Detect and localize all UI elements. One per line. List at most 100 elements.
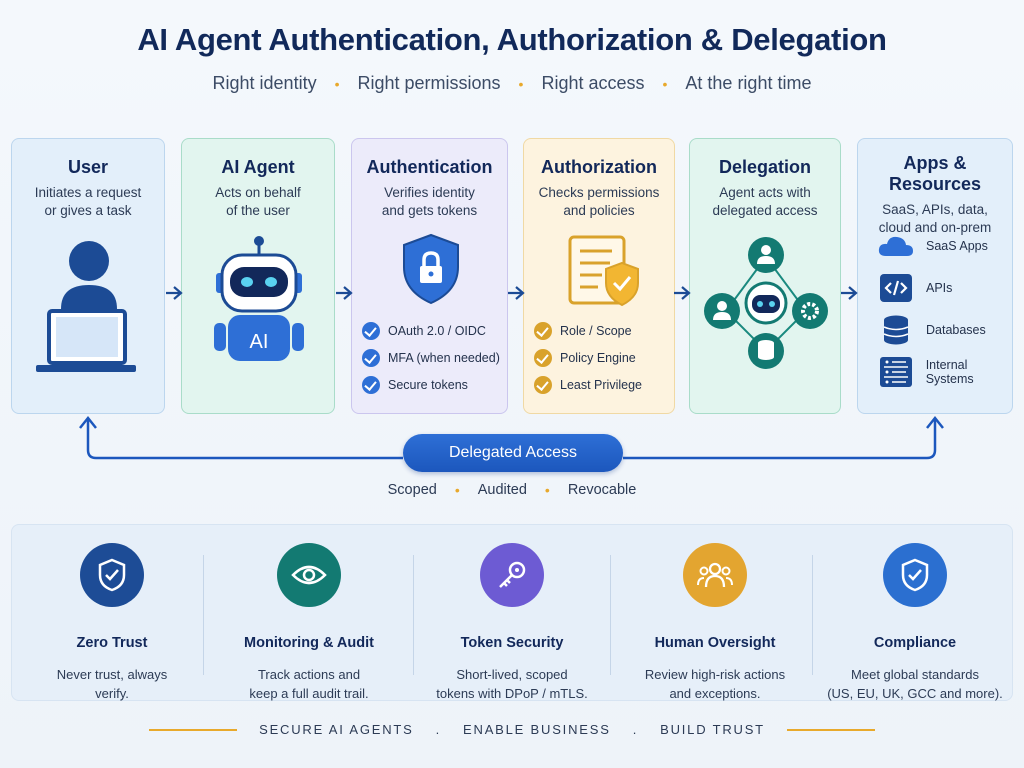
- check-icon: [534, 348, 552, 367]
- people-icon: [683, 543, 747, 607]
- check-label: OAuth 2.0 / OIDC: [388, 323, 486, 338]
- check-icon: [534, 375, 552, 394]
- tagline-item: Right identity: [212, 73, 317, 93]
- check-item: MFA (when needed): [362, 344, 512, 371]
- step-description: Acts on behalf of the user: [182, 184, 334, 220]
- check-item: Policy Engine: [534, 344, 684, 371]
- tagline-separator: •: [662, 75, 668, 92]
- step-description-line: delegated access: [712, 203, 818, 218]
- server-icon: [878, 357, 914, 387]
- principle-description-line: Meet global standards: [851, 667, 979, 682]
- principle-description-line: (US, EU, UK, GCC and more).: [827, 686, 1003, 701]
- user-laptop-icon: [36, 241, 136, 372]
- principle-description-line: Track actions and: [257, 667, 361, 682]
- resource-item: Internal Systems: [878, 351, 1018, 393]
- step-title: AI Agent: [221, 157, 295, 177]
- divider: [812, 555, 813, 675]
- check-icon: [362, 321, 380, 340]
- principle-description-line: verify.: [95, 686, 129, 701]
- resource-label: SaaS Apps: [926, 239, 988, 253]
- shield-check-icon: [80, 543, 144, 607]
- delegated-access-loop: [79, 415, 944, 460]
- principle-title: Human Oversight: [654, 635, 776, 651]
- shield-lock-icon: [403, 233, 459, 305]
- step-title: Delegation: [718, 157, 811, 177]
- step-delegation: Delegation Agent acts with delegated acc…: [689, 138, 841, 414]
- step-title: User: [67, 157, 109, 177]
- page-title: AI Agent Authentication, Authorization &…: [137, 22, 887, 57]
- principle-description: Track actions and keep a full audit trai…: [209, 665, 409, 703]
- step-description-line: and gets tokens: [381, 203, 478, 218]
- flow-arrow-icon: [674, 286, 691, 300]
- step-description-line: of the user: [226, 203, 290, 218]
- database-icon: [878, 315, 914, 345]
- principle-description-line: keep a full audit trail.: [249, 686, 369, 701]
- key-icon: [480, 543, 544, 607]
- footer-item: BUILD TRUST: [660, 722, 765, 737]
- resource-label: Internal Systems: [925, 358, 974, 386]
- footer-slogan: SECURE AI AGENTS . ENABLE BUSINESS . BUI…: [0, 722, 1024, 737]
- step-description-line: Verifies identity: [384, 185, 475, 200]
- flow-steps: User Initiates a request or gives a task…: [11, 138, 1013, 414]
- step-description: Agent acts with delegated access: [690, 184, 840, 220]
- principle-monitoring: Monitoring & Audit Track actions and kee…: [209, 525, 409, 702]
- step-description-line: Checks permissions: [538, 185, 660, 200]
- principle-title: Compliance: [873, 635, 957, 651]
- resource-item: SaaS Apps: [878, 225, 1018, 267]
- resource-label: APIs: [926, 281, 953, 295]
- access-tags: Scoped • Audited • Revocable: [0, 482, 1024, 498]
- principle-description-line: Review high-risk actions: [644, 667, 786, 682]
- step-title: Authorization: [541, 157, 657, 177]
- tag-separator: •: [454, 482, 460, 498]
- divider: [203, 555, 204, 675]
- step-description-line: or gives a task: [44, 203, 132, 218]
- eye-icon: [277, 543, 341, 607]
- check-item: Role / Scope: [534, 317, 684, 344]
- principle-description: Review high-risk actions and exceptions.: [615, 665, 815, 703]
- policy-document-icon: [568, 235, 639, 307]
- step-ai-agent: AI Agent Acts on behalf of the user AI: [181, 138, 335, 414]
- step-description-line: Agent acts with: [719, 185, 811, 200]
- tagline-item: Right permissions: [357, 73, 501, 93]
- footer-item: SECURE AI AGENTS: [259, 722, 414, 737]
- tagline: Right identity • Right permissions • Rig…: [0, 73, 1024, 94]
- check-icon: [362, 375, 380, 394]
- robot-icon: AI: [214, 236, 304, 361]
- check-icon: [534, 321, 552, 340]
- resource-label: Databases: [926, 323, 986, 337]
- check-label: Secure tokens: [388, 377, 468, 392]
- principle-description-line: and exceptions.: [669, 686, 761, 701]
- check-item: Least Privilege: [534, 371, 684, 398]
- step-description-line: and policies: [563, 203, 635, 218]
- flow-arrow-icon: [166, 286, 183, 300]
- step-authorization: Authorization Checks permissions and pol…: [523, 138, 675, 414]
- footer-item: ENABLE BUSINESS: [463, 722, 611, 737]
- cloud-icon: [878, 231, 914, 261]
- principle-description-line: Never trust, always: [56, 667, 168, 682]
- step-description: SaaS, APIs, data, cloud and on-prem: [858, 201, 1012, 237]
- step-title: Apps & Resources: [888, 153, 982, 194]
- check-item: OAuth 2.0 / OIDC: [362, 317, 512, 344]
- resource-item: APIs: [878, 267, 1018, 309]
- step-description: Checks permissions and policies: [524, 184, 674, 220]
- access-tag: Scoped: [387, 482, 437, 498]
- principle-compliance: Compliance Meet global standards (US, EU…: [815, 525, 1015, 702]
- principle-description-line: tokens with DPoP / mTLS.: [436, 686, 588, 701]
- principle-description: Never trust, always verify.: [12, 665, 212, 703]
- tagline-separator: •: [334, 75, 340, 92]
- principle-description: Meet global standards (US, EU, UK, GCC a…: [815, 665, 1015, 703]
- step-user: User Initiates a request or gives a task: [11, 138, 165, 414]
- principles-panel: Zero Trust Never trust, always verify. M…: [11, 524, 1013, 701]
- shield-check-icon: [883, 543, 947, 607]
- flow-arrow-icon: [336, 286, 353, 300]
- step-description-line: Initiates a request: [34, 185, 142, 200]
- tagline-item: Right access: [541, 73, 645, 93]
- principle-zero-trust: Zero Trust Never trust, always verify.: [12, 525, 212, 702]
- tagline-separator: •: [518, 75, 524, 92]
- check-label: Least Privilege: [560, 377, 642, 392]
- access-tag: Audited: [477, 482, 527, 498]
- step-description-line: Acts on behalf: [215, 185, 301, 200]
- step-description: Verifies identity and gets tokens: [352, 184, 507, 220]
- principle-title: Monitoring & Audit: [244, 635, 374, 651]
- step-description-line: SaaS, APIs, data,: [882, 202, 988, 217]
